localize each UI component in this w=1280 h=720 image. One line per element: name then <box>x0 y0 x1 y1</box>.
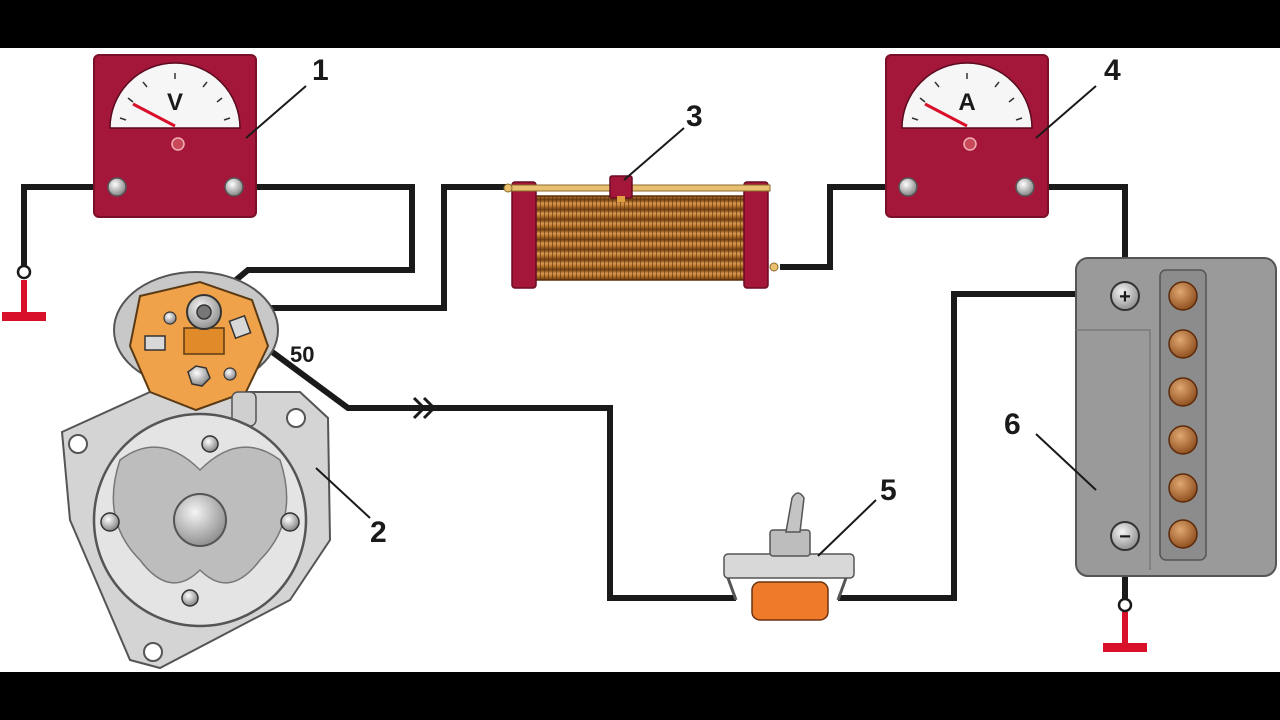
cover-screw-top <box>201 435 219 453</box>
battery-negative-symbol: − <box>1119 526 1131 548</box>
label-terminal-50: 50 <box>290 342 314 367</box>
terminal-50-tab <box>228 314 252 340</box>
flange-hole-1 <box>68 434 88 454</box>
label-ammeter: 4 <box>1104 54 1121 87</box>
label-battery: 6 <box>1004 408 1021 441</box>
rheostat-terminal-left <box>503 183 513 193</box>
rheostat <box>503 175 779 289</box>
label-switch: 5 <box>880 474 897 507</box>
connector-chevron-icon <box>412 396 437 420</box>
ammeter-terminal-left <box>898 177 918 197</box>
ammeter-symbol: A <box>958 89 975 116</box>
switch-lever[interactable] <box>785 492 805 533</box>
cover-screw-right <box>280 512 300 532</box>
plate-screw-1 <box>163 311 177 325</box>
wire-switch-terminal50 <box>254 337 736 601</box>
solenoid-plate-inner <box>183 327 225 355</box>
voltmeter-terminal-right <box>224 177 244 197</box>
switch-body <box>751 581 829 621</box>
end-cover-hub <box>173 493 227 547</box>
voltmeter-scale <box>119 73 231 121</box>
battery-positive-terminal <box>1110 281 1140 311</box>
wire-starter-rheostat <box>212 184 508 311</box>
rheostat-slide-bar <box>507 184 771 192</box>
plate-screw-2 <box>223 367 237 381</box>
voltmeter-terminal-left <box>107 177 127 197</box>
wire-ammeter-battery <box>1024 184 1128 290</box>
battery-negative-terminal <box>1110 521 1140 551</box>
rheostat-coil <box>533 195 747 281</box>
flange-hole-3 <box>143 642 163 662</box>
flange-hole-2 <box>286 408 306 428</box>
cover-screw-left <box>100 512 120 532</box>
battery-cells <box>1168 281 1198 549</box>
battery-positive-symbol: + <box>1119 286 1131 308</box>
ammeter-needle <box>924 102 968 128</box>
plate-nut <box>187 365 211 387</box>
voltmeter-adjust-icon <box>171 137 185 151</box>
switch-clips <box>726 577 848 601</box>
battery-cell-strip <box>1159 269 1207 561</box>
battery: + − <box>1075 257 1277 577</box>
label-voltmeter: 1 <box>312 54 329 87</box>
ammeter: A <box>885 54 1049 218</box>
rheostat-slider-contact <box>617 196 625 202</box>
switch-plate <box>723 553 855 579</box>
label-rheostat: 3 <box>686 100 703 133</box>
leader-lines <box>245 85 1097 557</box>
starter-motor <box>60 271 332 670</box>
wire-ground-voltmeter <box>21 184 116 270</box>
rheostat-terminal <box>769 262 779 272</box>
wire-rheostat-ammeter <box>780 184 906 270</box>
ground-left-icon <box>2 264 46 321</box>
toggle-switch <box>723 492 855 621</box>
terminal-side-tab <box>144 335 166 351</box>
ammeter-scale <box>911 73 1023 121</box>
label-starter: 2 <box>370 516 387 549</box>
ammeter-adjust-icon <box>963 137 977 151</box>
ground-right-icon <box>1103 597 1147 652</box>
switch-collar <box>769 529 811 557</box>
wire-battery-switch <box>838 291 1125 601</box>
rheostat-end-left <box>511 181 537 289</box>
voltmeter: V <box>93 54 257 218</box>
cover-screw-bottom <box>181 589 199 607</box>
rheostat-end-right <box>743 181 769 289</box>
voltmeter-needle <box>132 102 176 128</box>
ammeter-terminal-right <box>1015 177 1035 197</box>
voltmeter-symbol: V <box>167 89 183 116</box>
rheostat-slider[interactable] <box>609 175 633 199</box>
